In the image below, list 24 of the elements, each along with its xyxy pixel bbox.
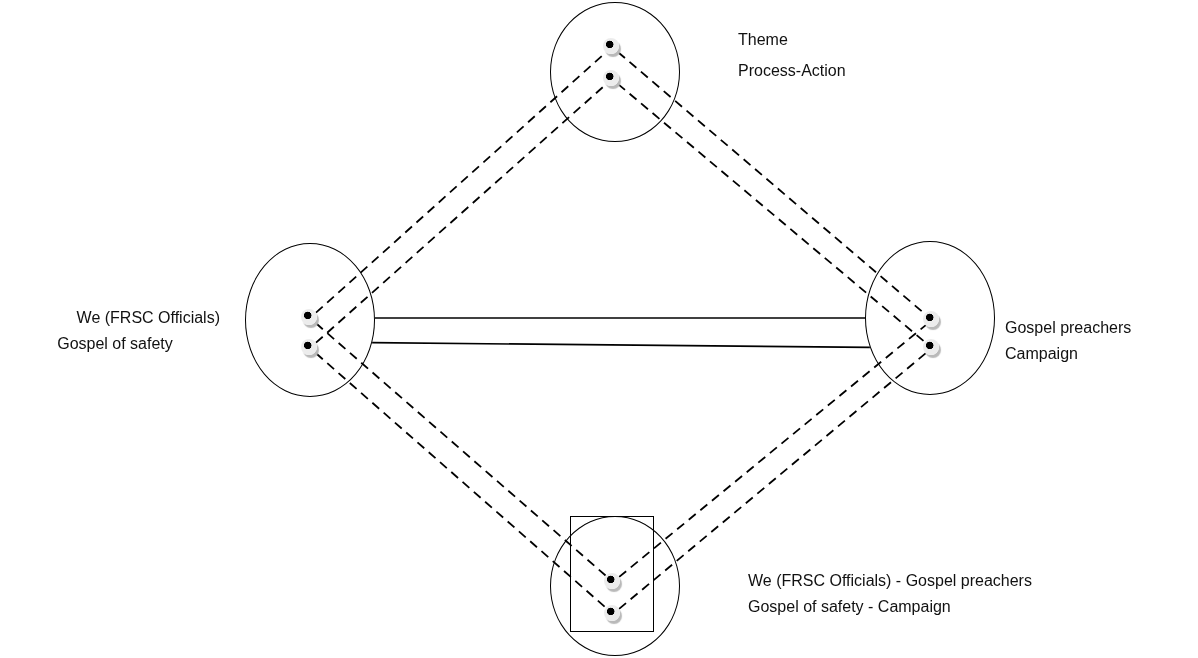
node-caption: We (FRSC Officials) [75,308,220,328]
connection-dot [301,339,318,356]
connection-dot [301,309,318,326]
connection-dot [603,70,620,87]
dashed-connector [618,324,927,578]
node-caption: We (FRSC Officials) - Gospel preachers [748,571,1032,591]
connector-line [374,317,866,319]
connection-dot [923,339,940,356]
node-caption: Theme [738,30,788,50]
node-caption: Campaign [1005,344,1078,364]
node-caption: Process-Action [738,61,846,81]
dashed-connector [617,83,927,344]
connection-dot [603,38,620,55]
connection-dot [923,311,940,328]
dashed-connector [315,352,608,610]
node-caption: Gospel of safety - Campaign [748,597,951,617]
node-caption: Gospel of safety [56,334,174,354]
dashed-connector [315,322,608,578]
rectangle-frame [570,516,655,633]
dashed-connector [618,352,927,610]
connector-line [371,341,871,349]
node-caption: Gospel preachers [1005,318,1132,338]
connection-dot [603,572,620,589]
connection-dot [603,604,620,621]
